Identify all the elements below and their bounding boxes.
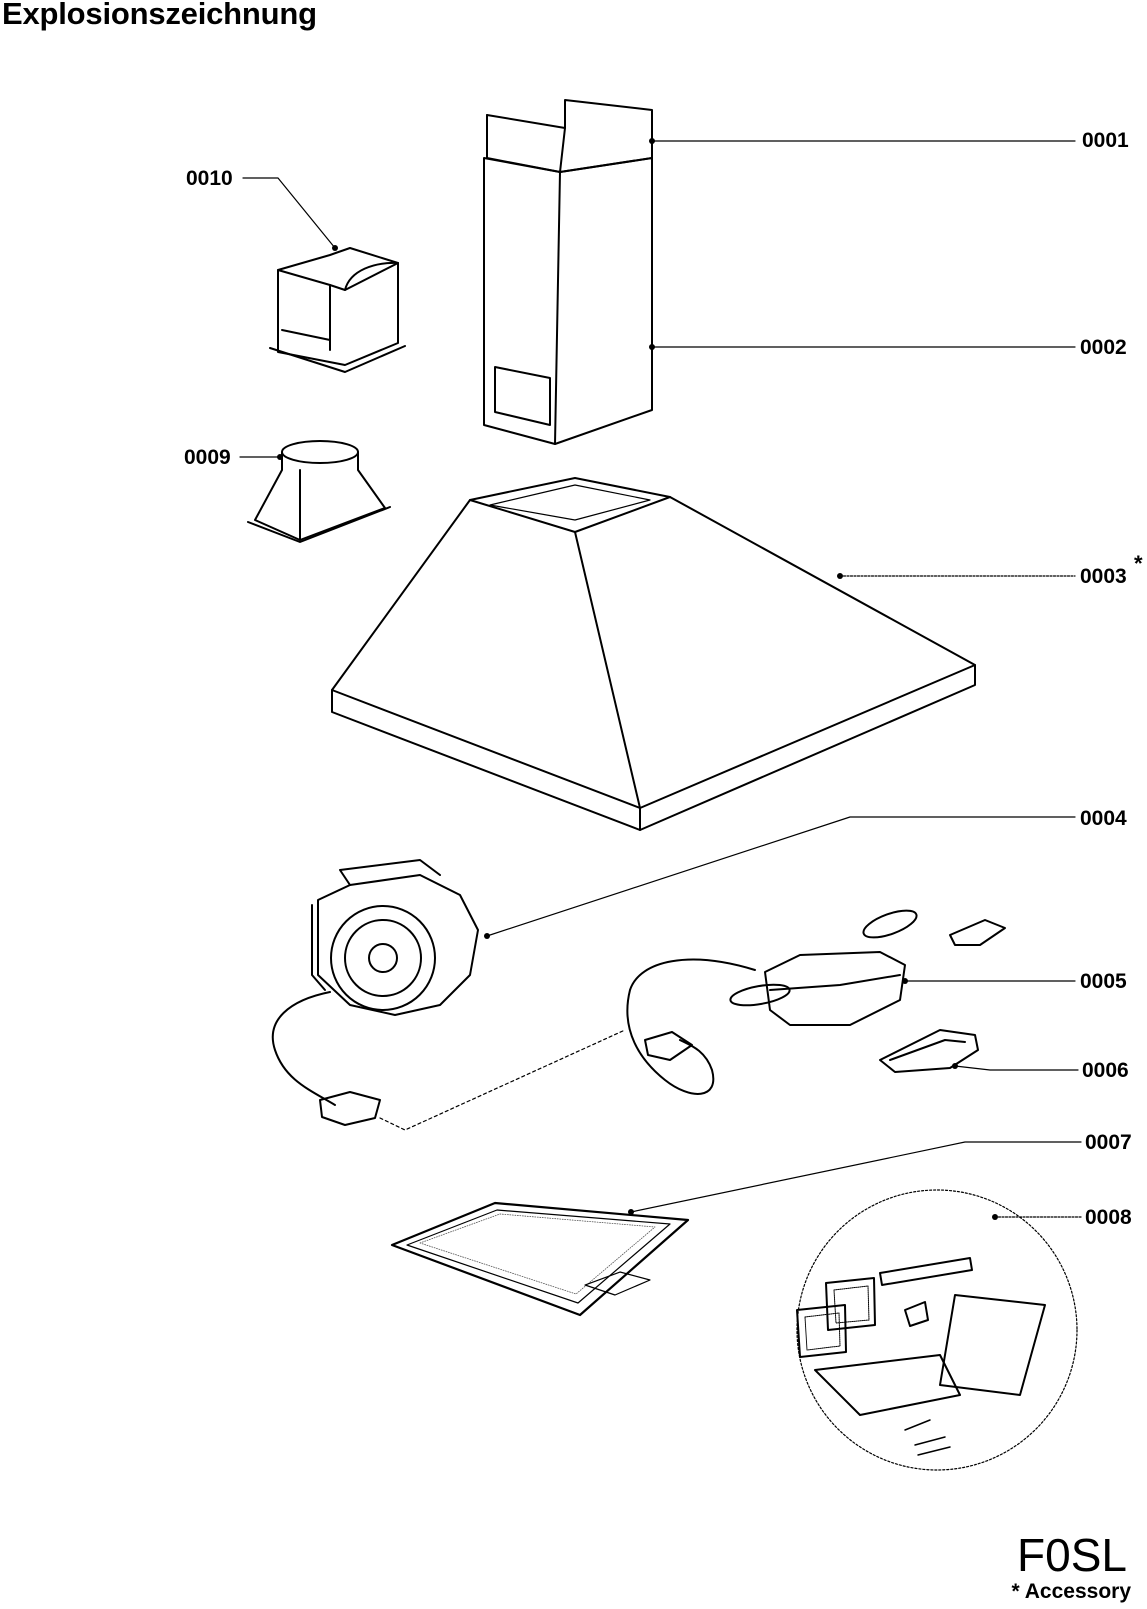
part-0002-chimney-lower xyxy=(483,157,653,445)
leader-dots xyxy=(277,138,998,1220)
label-0010: 0010 xyxy=(186,167,233,190)
part-0001-chimney-upper xyxy=(486,99,653,173)
label-0002: 0002 xyxy=(1080,336,1127,359)
part-0003-hood xyxy=(331,477,976,831)
label-0007: 0007 xyxy=(1085,1131,1132,1154)
part-0006-lamp-cover xyxy=(879,1029,979,1073)
part-0007-grease-filter xyxy=(390,1201,690,1317)
leader-0004 xyxy=(486,816,1076,937)
leader-lines xyxy=(239,140,1082,1218)
accessory-asterisk: * xyxy=(1134,551,1143,576)
bulb-icon xyxy=(949,919,1006,946)
part-0005-lamp-housing xyxy=(626,909,1006,1095)
connector-dotted xyxy=(379,1029,626,1131)
part-0009-outlet-adapter xyxy=(247,440,391,543)
label-0006: 0006 xyxy=(1082,1059,1129,1082)
leader-0007 xyxy=(630,1141,1082,1213)
label-0003: 0003 xyxy=(1080,565,1127,588)
label-0001: 0001 xyxy=(1082,129,1129,152)
part-0010-valve-box xyxy=(269,247,406,373)
part-0004-fan-motor xyxy=(271,859,479,1126)
label-0009: 0009 xyxy=(184,446,231,469)
label-0005: 0005 xyxy=(1080,970,1127,993)
label-0004: 0004 xyxy=(1080,807,1127,830)
leader-0010 xyxy=(242,177,336,249)
model-code: F0SL xyxy=(1017,1529,1127,1581)
part-0008-accessory-kit xyxy=(796,1189,1078,1471)
label-0008: 0008 xyxy=(1085,1206,1132,1229)
accessory-footnote: * Accessory xyxy=(1011,1580,1131,1603)
leader-0006 xyxy=(954,1065,1079,1071)
page-title: Explosionszeichnung xyxy=(2,0,317,31)
